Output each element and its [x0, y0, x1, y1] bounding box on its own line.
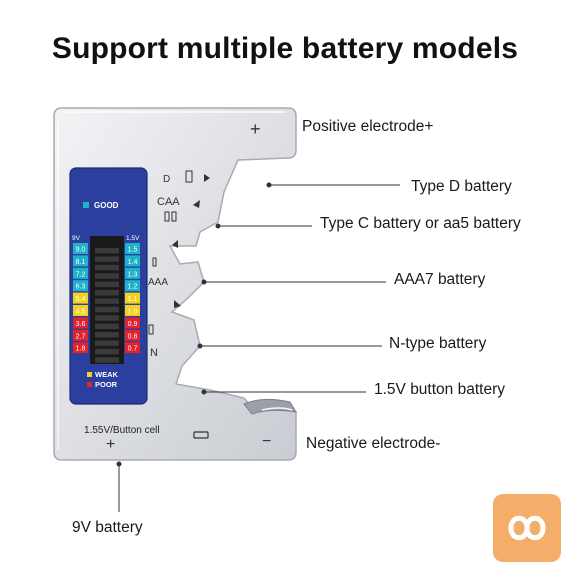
- legend-poor: POOR: [95, 380, 118, 389]
- callout-n-type: N-type battery: [389, 335, 487, 352]
- lcd-segment: [95, 306, 119, 313]
- callout-lines: [116, 182, 400, 512]
- scale-cell: [73, 280, 88, 292]
- good-swatch: [83, 202, 89, 208]
- scale-value: 5.4: [76, 296, 86, 303]
- aa-battery-icon: [171, 211, 177, 222]
- scale-cell: [125, 292, 140, 304]
- lcd-segment: [95, 273, 119, 279]
- arrow-icon: [172, 240, 178, 248]
- lcd-segment: [95, 264, 119, 271]
- scale-value: 3.6: [76, 321, 86, 328]
- d-battery-icon: [185, 170, 193, 183]
- scale-cell: [125, 342, 140, 354]
- lcd-segment: [95, 332, 119, 338]
- slot-n-label: N: [150, 347, 158, 359]
- slot-caa-label: CAA: [157, 196, 180, 208]
- poor-swatch: [87, 382, 92, 387]
- arrow-icon: [193, 200, 200, 208]
- scale-value: 2.7: [76, 333, 86, 340]
- callout-type-c: Type C battery or aa5 battery: [320, 215, 521, 232]
- scale-cell: [73, 267, 88, 279]
- lcd-segment: [95, 290, 119, 296]
- aaa-battery-icon: [152, 257, 157, 267]
- scale-cell: [73, 342, 88, 354]
- callout-positive-electrode: Positive electrode+: [302, 118, 434, 135]
- scale-cell: [125, 329, 140, 341]
- battery-9v-icon: [193, 431, 209, 439]
- slot-aaa-label: AAA: [148, 277, 168, 288]
- callout-negative-electrode: Negative electrode-: [306, 435, 441, 452]
- scale-value: 1.2: [128, 284, 138, 291]
- scale-cell: [73, 243, 88, 254]
- callout-aaa7: AAA7 battery: [394, 271, 486, 288]
- scale-15v: 1.5 1.4 1.3 1.2 1.1 1.0 0.9 0.8 0.7: [125, 243, 140, 354]
- scale-cell: [125, 243, 140, 254]
- lcd-segment: [95, 298, 119, 304]
- button-contact: [243, 398, 297, 415]
- lcd-segment: [95, 315, 119, 321]
- legend-weak: WEAK: [95, 370, 118, 379]
- scale-cell: [73, 292, 88, 304]
- callout-button: 1.5V button battery: [374, 381, 505, 398]
- lcd-segment: [95, 323, 119, 330]
- scale-value: 1.0: [128, 309, 138, 316]
- lcd-segment: [95, 348, 119, 355]
- scale-value: 7.2: [76, 271, 86, 278]
- plus-bottom-symbol: +: [106, 436, 115, 453]
- lcd-segment: [95, 281, 119, 288]
- scale-value: 1.1: [128, 296, 138, 303]
- scale-value: 1.5: [128, 247, 138, 254]
- scale-value: 1.3: [128, 271, 138, 278]
- arrow-right-icon: [204, 174, 210, 182]
- callout-9v: 9V battery: [72, 519, 143, 536]
- scale-value: 9.0: [76, 247, 86, 254]
- lcd-segment: [95, 248, 119, 254]
- scale-value: 0.7: [128, 346, 138, 353]
- scale-cell: [73, 305, 88, 316]
- arrow-icon: [174, 300, 181, 308]
- scale-cell: [73, 255, 88, 267]
- scale-cell: [125, 317, 140, 329]
- scale-value: 6.3: [76, 284, 86, 291]
- scale-cell: [73, 317, 88, 329]
- scale-cell: [125, 280, 140, 292]
- scale-value: 4.5: [76, 309, 86, 316]
- scale-9v-header: 9V: [72, 235, 81, 242]
- n-battery-icon: [148, 324, 154, 335]
- scale-cell: [125, 305, 140, 316]
- callout-type-d: Type D battery: [411, 178, 512, 195]
- lcd-bar-segments: [95, 248, 119, 363]
- scale-cell: [73, 329, 88, 341]
- scale-cell: [125, 267, 140, 279]
- legend-good: GOOD: [94, 201, 119, 210]
- scale-9v: 9.0 8.1 7.2 6.3 5.4 4.5 3.6 2.7 1.8: [73, 243, 88, 354]
- lcd-segment: [95, 340, 119, 346]
- scale-value: 0.9: [128, 321, 138, 328]
- infinity-icon: [508, 515, 546, 541]
- scale-value: 0.8: [128, 333, 138, 340]
- plus-top-symbol: +: [250, 119, 261, 139]
- c-battery-icon: [164, 211, 170, 222]
- minus-bottom-symbol: −: [262, 433, 271, 450]
- lcd-segment: [95, 357, 119, 363]
- page-title: Support multiple battery models: [51, 32, 519, 65]
- scale-value: 1.8: [76, 346, 86, 353]
- slot-d-label: D: [163, 174, 170, 185]
- scale-15v-header: 1.5V: [126, 235, 140, 242]
- weak-swatch: [87, 372, 92, 377]
- lcd-segment: [95, 256, 119, 262]
- button-cell-label: 1.55V/Button cell: [84, 425, 160, 436]
- scale-cell: [125, 255, 140, 267]
- scale-value: 1.4: [128, 259, 138, 266]
- scale-value: 8.1: [76, 259, 86, 266]
